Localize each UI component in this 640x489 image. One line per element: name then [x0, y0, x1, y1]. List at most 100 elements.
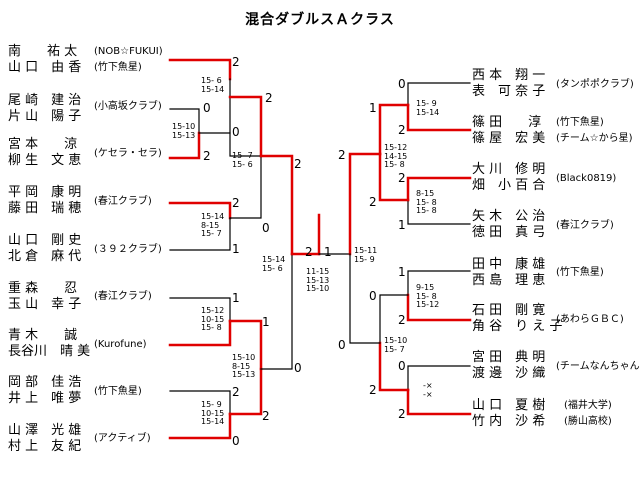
- right-entry-6-club: (あわらＧＢＣ): [556, 314, 624, 325]
- score-l3-bottom: 0: [232, 125, 240, 139]
- score-l4-top: 2: [232, 196, 240, 210]
- bracket-line-25: [407, 199, 471, 225]
- right-entry-2-player-2: 篠 屋 宏 美: [472, 131, 546, 146]
- left-entry-6-club: (春江クラブ): [94, 291, 152, 302]
- score-l2-bottom: 2: [203, 149, 211, 163]
- right-entry-7-club: (チームなんちゃん): [556, 361, 640, 372]
- left-entry-2-player-1: 尾 崎 建 治: [8, 93, 82, 108]
- bracket-line-13: [228, 319, 263, 371]
- bracket-line-8: [169, 217, 231, 251]
- bracket-line-22: [406, 103, 472, 132]
- score-r3-top: 1: [369, 101, 377, 115]
- bracket-line-14: [169, 390, 231, 415]
- score-r1-top: 0: [398, 77, 406, 91]
- bracket-line-15: [168, 412, 232, 440]
- score-r6-top: 0: [369, 289, 377, 303]
- score-l7-top: 1: [262, 315, 270, 329]
- bracket-line-11: [169, 297, 231, 322]
- bracket-line-10: [259, 154, 294, 256]
- score-l8-bottom: 0: [232, 434, 240, 448]
- right-entry-1-player-1: 西 本 翔 一: [472, 68, 546, 83]
- left-entry-9-player-2: 村 上 友 紀: [8, 439, 82, 454]
- right-entry-2-club-2: (チーム☆から星): [556, 133, 633, 144]
- score-r4-top: 1: [398, 265, 406, 279]
- left-entry-6-player-1: 重 森 忍: [8, 281, 78, 296]
- left-entry-8-club: (竹下魚星): [94, 386, 142, 397]
- left-entry-2-club: (小高坂クラブ): [94, 101, 162, 112]
- score-final-right: 1: [324, 245, 332, 259]
- left-entry-9-club: (アクティブ): [94, 433, 151, 444]
- left-entry-9-player-1: 山 澤 光 雄: [8, 423, 82, 438]
- bracket-line-30: [379, 294, 409, 344]
- score-l4-bottom: 0: [262, 221, 270, 235]
- bracket-line-3: [168, 131, 201, 160]
- right-entry-7-player-1: 宮 田 典 明: [472, 350, 546, 365]
- score-r4-bottom: 2: [398, 313, 406, 327]
- page-title: 混合ダブルスＡクラス: [245, 12, 395, 28]
- bracket-line-2: [169, 108, 200, 134]
- left-entry-3-player-2: 柳 生 文 恵: [8, 153, 82, 168]
- bracket-line-21: [407, 82, 471, 106]
- bracket-line-17: [260, 253, 293, 370]
- right-entry-5-player-2: 西 島 理 恵: [472, 273, 546, 288]
- left-entry-6-player-2: 玉 山 幸 子: [8, 297, 82, 312]
- right-entry-3-player-2: 畑 小 百 合: [472, 178, 546, 193]
- right-entry-4-player-2: 徳 田 真 弓: [472, 225, 546, 240]
- left-entry-3-player-1: 宮 本 涼: [8, 137, 78, 152]
- score-r2-top: 2: [398, 171, 406, 185]
- left-entry-7-player-2: 長谷川 晴 美: [8, 344, 91, 359]
- right-entry-1-club: (タンポポクラブ): [556, 79, 634, 90]
- score-r7-bottom: 0: [338, 338, 346, 352]
- right-entry-1-player-2: 表 可 奈 子: [472, 84, 546, 99]
- left-entry-4-club: (春江クラブ): [94, 196, 152, 207]
- right-entry-8-player-1: 山 口 夏 樹: [472, 398, 546, 413]
- left-entry-5-player-2: 北 倉 麻 代: [8, 249, 82, 264]
- score-l8-top: 2: [232, 385, 240, 399]
- left-entry-1-club-2: (竹下魚星): [94, 62, 142, 73]
- bracket-line-27: [348, 152, 382, 256]
- right-entry-2-player-1: 篠 田 淳: [472, 115, 542, 130]
- score-detail-r5: -×-×: [423, 381, 433, 399]
- bracket-line-33: [378, 341, 410, 392]
- score-l6-top: 1: [232, 291, 240, 305]
- bracket-line-34: [349, 253, 381, 344]
- bracket-line-7: [168, 201, 232, 220]
- score-r5-bottom: 2: [398, 407, 406, 421]
- left-entry-5-player-1: 山 口 剛 史: [8, 233, 82, 248]
- bracket-line-9: [229, 155, 262, 219]
- bracket-line-28: [407, 270, 471, 296]
- right-entry-3-club: (Black0819): [556, 173, 617, 184]
- right-entry-4-club: (春江クラブ): [556, 220, 614, 231]
- right-entry-2-club: (竹下魚星): [556, 117, 604, 128]
- score-r5-top: 0: [398, 359, 406, 373]
- left-entry-4-player-1: 平 岡 康 明: [8, 185, 82, 200]
- bracket-line-1: [168, 58, 232, 81]
- left-entry-7-player-1: 青 木 誠: [8, 328, 78, 343]
- score-final-left: 2: [305, 245, 313, 259]
- left-entry-2-player-2: 片 山 陽 子: [8, 109, 82, 124]
- bracket-line-29: [406, 293, 472, 322]
- left-entry-5-club: (３９２クラブ): [94, 244, 162, 255]
- score-l3-top: 2: [265, 91, 273, 105]
- bracket-line-31: [407, 365, 471, 391]
- right-entry-5-player-1: 田 中 康 雄: [472, 257, 546, 272]
- left-entry-7-club: (Kurofune): [94, 339, 147, 350]
- right-entry-8-player-2: 竹 内 沙 希: [472, 414, 546, 429]
- right-entry-3-player-1: 大 川 修 明: [472, 162, 546, 177]
- left-entry-8-player-1: 岡 部 佳 浩: [8, 375, 82, 390]
- bracket-line-23: [378, 103, 410, 156]
- score-r1-bottom: 2: [398, 123, 406, 137]
- left-entry-3-club: (ケセラ・セラ): [94, 148, 162, 159]
- left-entry-4-player-2: 藤 田 瑞 穂: [8, 201, 82, 216]
